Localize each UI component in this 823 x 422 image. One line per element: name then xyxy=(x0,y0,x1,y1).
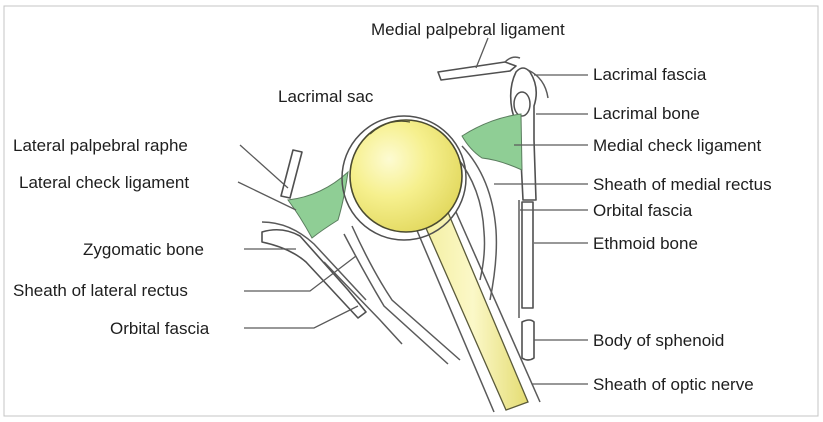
label-lacrimal-sac: Lacrimal sac xyxy=(278,87,374,106)
label-sheath-of-medial-rectus: Sheath of medial rectus xyxy=(593,175,772,194)
ethmoid-bone-plate xyxy=(522,202,533,308)
eyeball xyxy=(350,120,462,232)
label-zygomatic-bone: Zygomatic bone xyxy=(83,240,204,259)
orbital-fascia-left-line xyxy=(324,262,402,344)
optic-nerve-shape xyxy=(418,210,528,410)
label-orbital-fascia-right: Orbital fascia xyxy=(593,201,693,220)
body-of-sphenoid-plate xyxy=(522,320,534,360)
label-medial-palpebral-ligament: Medial palpebral ligament xyxy=(371,20,565,39)
label-lacrimal-bone: Lacrimal bone xyxy=(593,104,700,123)
leader-medial-palpebral-ligament xyxy=(476,38,488,68)
leader-orbital-fascia-left xyxy=(244,306,358,328)
label-sheath-of-optic-nerve: Sheath of optic nerve xyxy=(593,375,754,394)
medial-palpebral-ligament-hook xyxy=(505,57,520,62)
label-lateral-palpebral-raphe: Lateral palpebral raphe xyxy=(13,136,188,155)
leader-lateral-palpebral-raphe xyxy=(240,145,288,188)
label-lateral-check-ligament: Lateral check ligament xyxy=(19,173,189,192)
lateral-check-ligament-shape xyxy=(288,172,348,238)
label-orbital-fascia-left: Orbital fascia xyxy=(110,319,210,338)
lacrimal-fossa-ring xyxy=(514,92,530,116)
label-medial-check-ligament: Medial check ligament xyxy=(593,136,761,155)
label-lacrimal-fascia: Lacrimal fascia xyxy=(593,65,707,84)
label-ethmoid-bone: Ethmoid bone xyxy=(593,234,698,253)
lateral-palpebral-raphe-shape xyxy=(281,150,302,198)
label-body-of-sphenoid: Body of sphenoid xyxy=(593,331,724,350)
medial-check-ligament-shape xyxy=(462,114,522,170)
label-sheath-of-lateral-rectus: Sheath of lateral rectus xyxy=(13,281,188,300)
